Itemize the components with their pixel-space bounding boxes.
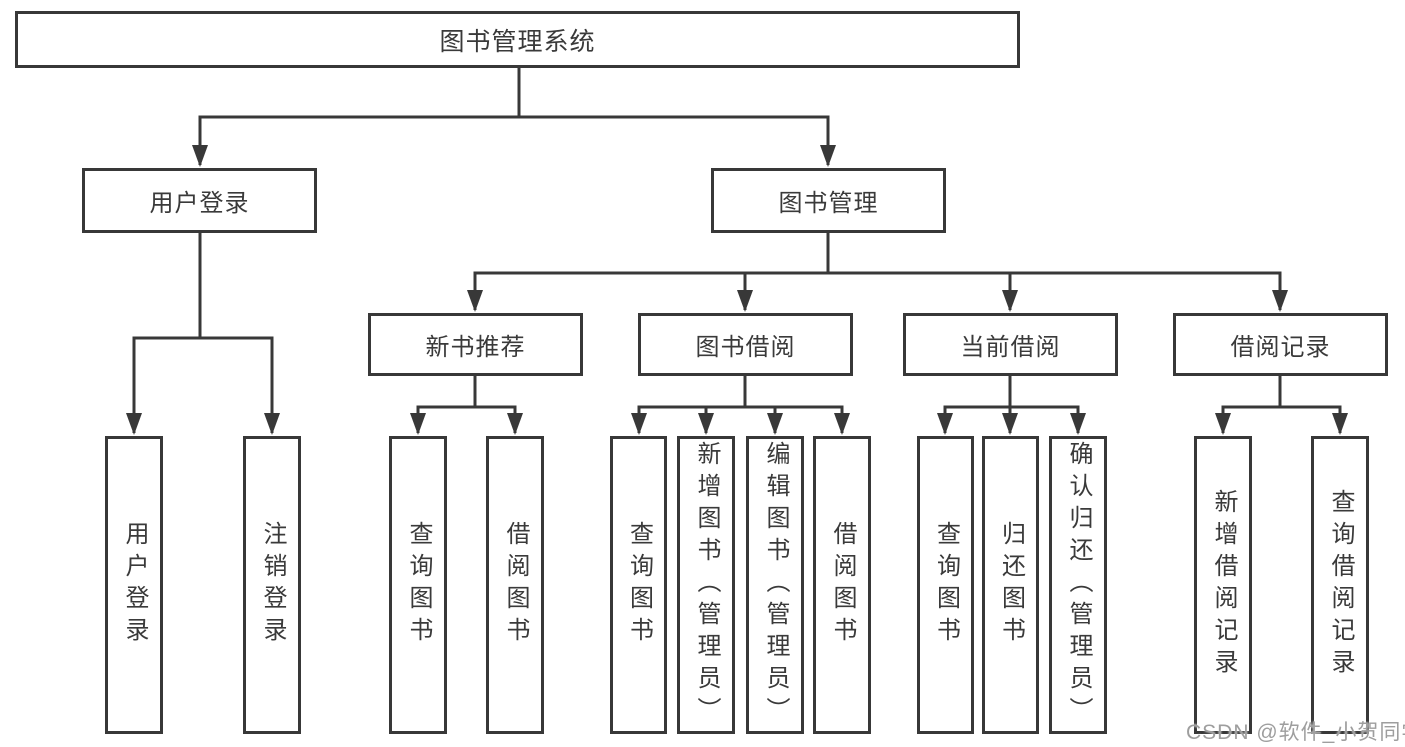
leaf-borrow-books: 借阅图书 bbox=[813, 436, 871, 734]
leaf-user-login: 用户登录 bbox=[105, 436, 163, 734]
node-label: 用户登录 bbox=[149, 190, 250, 217]
node-label: 用户登录 bbox=[121, 521, 148, 649]
leaf-borrow-books-recommend: 借阅图书 bbox=[486, 436, 544, 734]
leaf-confirm-return-admin: 确认归还（管理员） bbox=[1049, 436, 1107, 734]
node-label: 编辑图书（管理员） bbox=[762, 441, 789, 729]
node-label: 新增图书（管理员） bbox=[693, 441, 720, 729]
node-label: 新书推荐 bbox=[425, 334, 526, 361]
node-label: 查询图书 bbox=[625, 521, 653, 649]
node-label: 借阅记录 bbox=[1230, 334, 1331, 361]
node-new-book-recommend: 新书推荐 bbox=[368, 313, 583, 376]
node-label: 查询图书 bbox=[405, 521, 432, 649]
node-label: 注销登录 bbox=[259, 521, 286, 649]
node-label: 图书管理系统 bbox=[439, 27, 596, 56]
node-borrow-records: 借阅记录 bbox=[1173, 313, 1388, 376]
node-label: 归还图书 bbox=[997, 521, 1025, 649]
node-current-borrowing: 当前借阅 bbox=[903, 313, 1118, 376]
node-library-system: 图书管理系统 bbox=[15, 11, 1020, 68]
node-book-management: 图书管理 bbox=[711, 168, 946, 233]
leaf-logout: 注销登录 bbox=[243, 436, 301, 734]
leaf-query-books-current: 查询图书 bbox=[917, 436, 974, 734]
node-label: 查询借阅记录 bbox=[1327, 489, 1354, 681]
node-user-login: 用户登录 bbox=[82, 168, 317, 233]
node-label: 查询图书 bbox=[932, 521, 960, 649]
leaf-return-books: 归还图书 bbox=[982, 436, 1039, 734]
leaf-query-books-recommend: 查询图书 bbox=[389, 436, 447, 734]
node-label: 确认归还（管理员） bbox=[1065, 441, 1092, 729]
node-label: 新增借阅记录 bbox=[1210, 489, 1237, 681]
leaf-edit-books-admin: 编辑图书（管理员） bbox=[746, 436, 804, 734]
leaf-query-books-borrowing: 查询图书 bbox=[610, 436, 667, 734]
leaf-query-borrow-record: 查询借阅记录 bbox=[1311, 436, 1369, 734]
node-label: 借阅图书 bbox=[829, 521, 856, 649]
node-label: 借阅图书 bbox=[502, 521, 529, 649]
node-label: 图书借阅 bbox=[695, 334, 796, 361]
node-label: 图书管理 bbox=[778, 190, 879, 217]
node-label: 当前借阅 bbox=[960, 334, 1061, 361]
leaf-add-books-admin: 新增图书（管理员） bbox=[677, 436, 735, 734]
node-book-borrowing: 图书借阅 bbox=[638, 313, 853, 376]
csdn-watermark: CSDN @软件_小贺同学 bbox=[1186, 721, 1405, 744]
leaf-add-borrow-record: 新增借阅记录 bbox=[1194, 436, 1252, 734]
